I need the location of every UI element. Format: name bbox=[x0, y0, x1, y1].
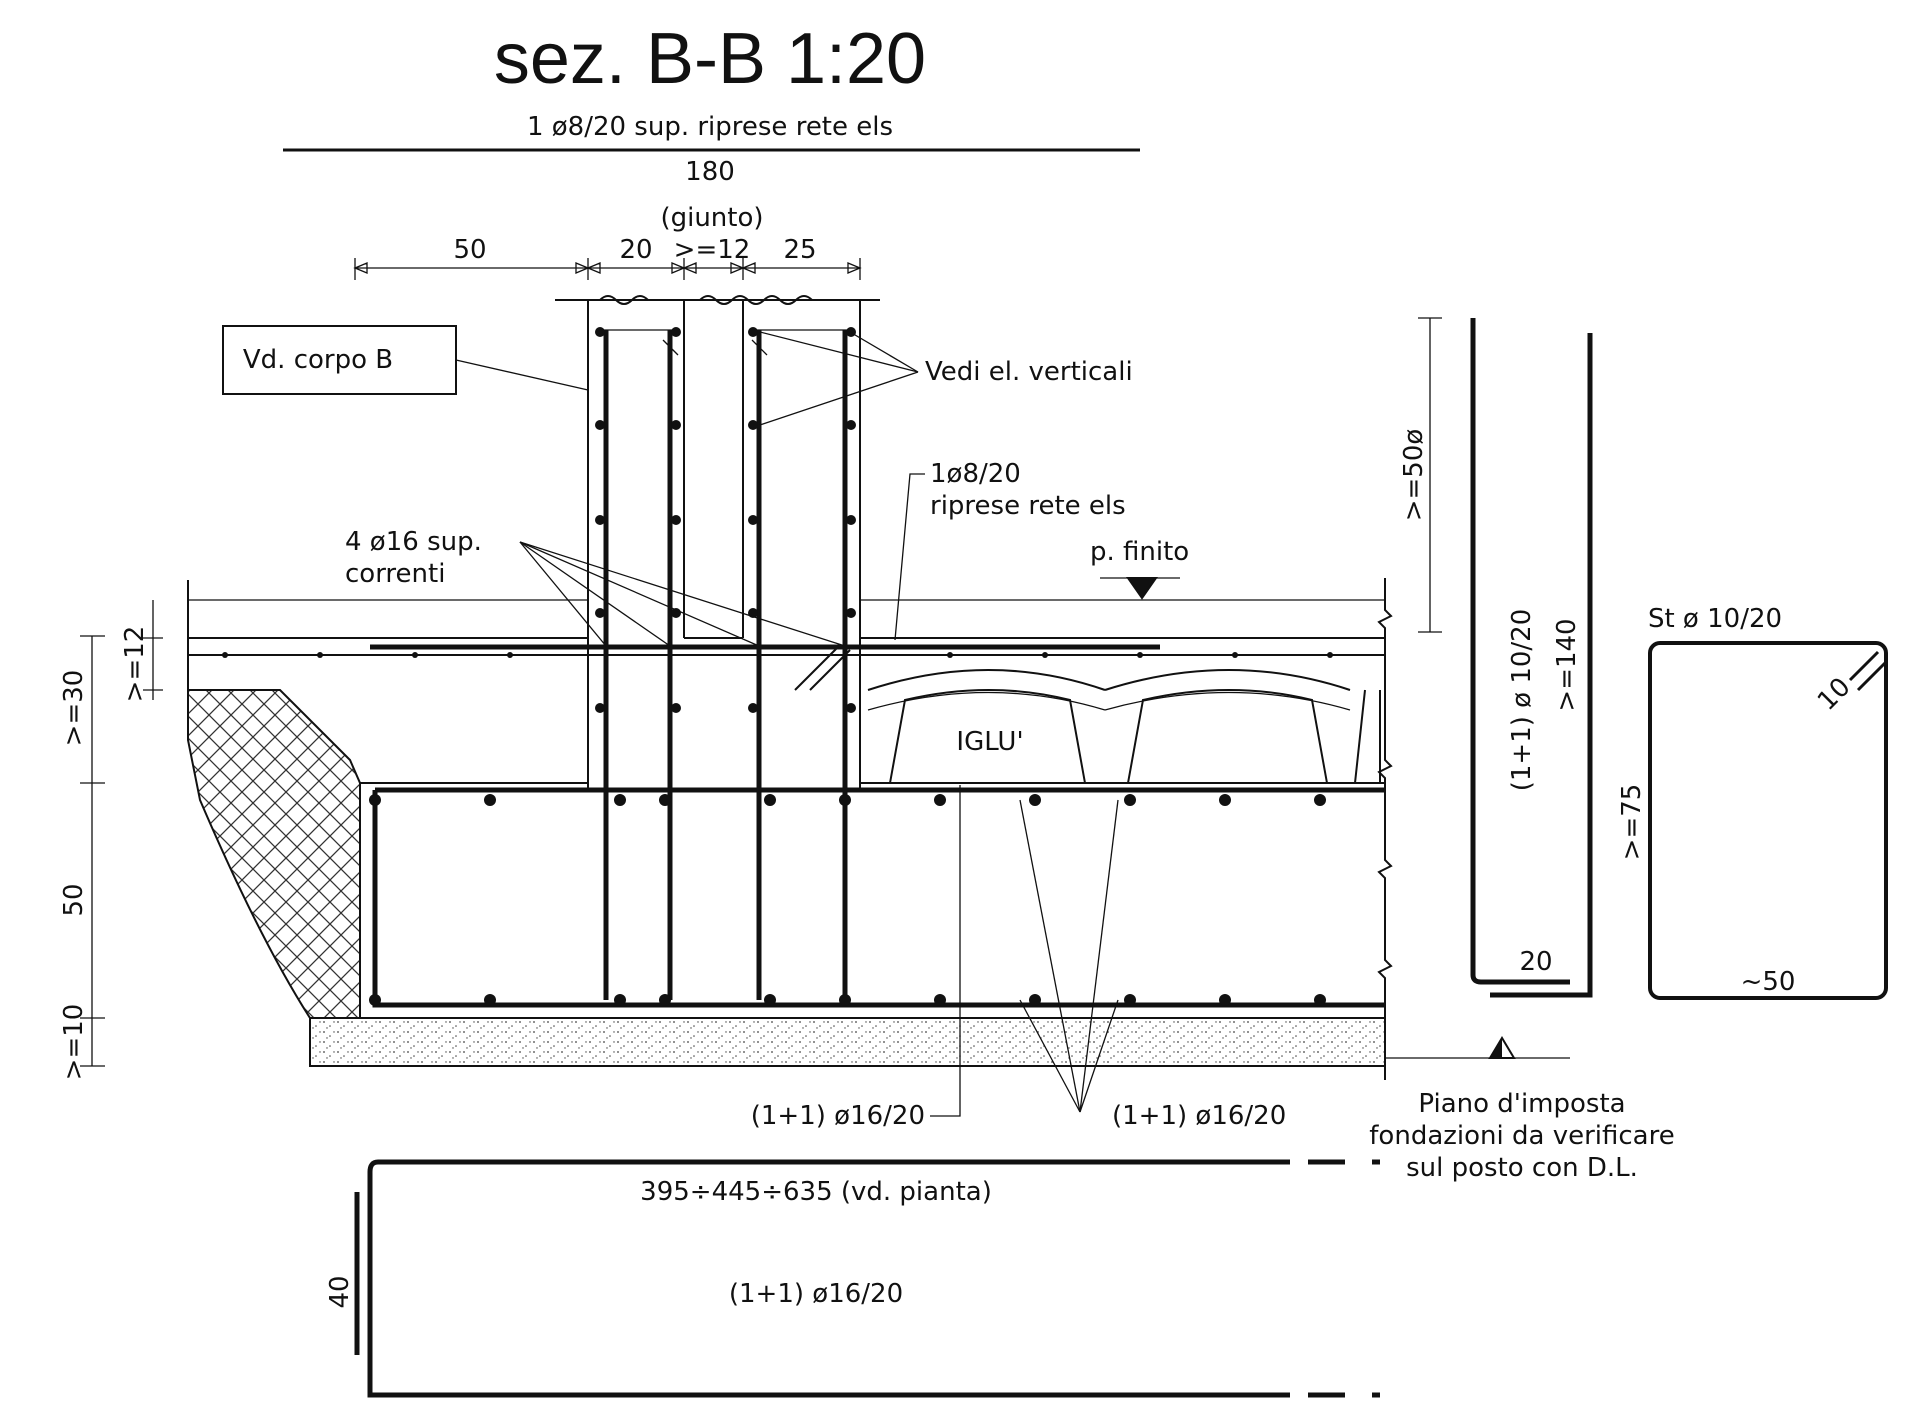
bar-left-leader bbox=[930, 785, 961, 1117]
stirrup-shape bbox=[1648, 641, 1888, 1000]
bar-right-label: (1+1) ø16/20 bbox=[1112, 1101, 1286, 1131]
correnti-label-1: 4 ø16 sup. bbox=[345, 527, 482, 557]
dim-v10: >=10 bbox=[59, 1004, 89, 1081]
stirrup-height: >=75 bbox=[1617, 784, 1647, 861]
vedi-label: Vedi el. verticali bbox=[925, 357, 1133, 387]
dim-v30: >=30 bbox=[59, 670, 89, 747]
imposta-label-3: sul posto con D.L. bbox=[1406, 1153, 1638, 1183]
dim-25: 25 bbox=[783, 235, 816, 265]
hook-bar-shape bbox=[1470, 318, 1570, 985]
dim-50: 50 bbox=[453, 235, 486, 265]
left-dimension-line bbox=[80, 600, 163, 1067]
slab bbox=[187, 578, 1393, 1080]
dim-v50: 50 bbox=[59, 883, 89, 916]
hook-bar-anchorage: >=50ø bbox=[1399, 429, 1429, 522]
correnti-label-2: correnti bbox=[345, 559, 445, 589]
bar-left-label: (1+1) ø16/20 bbox=[751, 1101, 925, 1131]
rete-leader bbox=[894, 473, 925, 641]
hook-bar-length: >=140 bbox=[1552, 618, 1582, 711]
correnti-leaders bbox=[519, 541, 851, 691]
vedi-leaders bbox=[759, 331, 919, 426]
stirrup-width: ~50 bbox=[1741, 967, 1796, 997]
drawing-title: sez. B-B 1:20 bbox=[494, 19, 926, 99]
top-note: 1 ø8/20 sup. riprese rete els bbox=[527, 112, 893, 142]
imposta-label-2: fondazioni da verificare bbox=[1369, 1121, 1674, 1151]
rete-label-1: 1ø8/20 bbox=[930, 459, 1021, 489]
dim-total: 180 bbox=[685, 157, 735, 187]
imposta-label-1: Piano d'imposta bbox=[1418, 1089, 1625, 1119]
wall-outline bbox=[555, 295, 880, 788]
dim-12: >=12 bbox=[674, 235, 751, 265]
dim-v12: >=12 bbox=[120, 626, 150, 703]
iglu-label: IGLU' bbox=[956, 727, 1023, 757]
long-bar-length: 395÷445÷635 (vd. pianta) bbox=[640, 1177, 992, 1207]
bar-right-leaders bbox=[1019, 799, 1119, 1113]
hook-bar-dimension bbox=[1418, 317, 1442, 633]
hook-bar-label: (1+1) ø 10/20 bbox=[1507, 609, 1537, 792]
long-bar-label: (1+1) ø16/20 bbox=[729, 1279, 903, 1309]
hook-bar-foot: 20 bbox=[1519, 947, 1552, 977]
dim-20: 20 bbox=[619, 235, 652, 265]
corpo-leader bbox=[455, 359, 589, 391]
finito-label: p. finito bbox=[1090, 537, 1189, 567]
finito-marker bbox=[1126, 577, 1158, 600]
hook-bar-outer bbox=[1490, 333, 1593, 998]
stirrup-label: St ø 10/20 bbox=[1648, 604, 1782, 634]
dim-giunto: (giunto) bbox=[660, 203, 763, 233]
rete-label-2: riprese rete els bbox=[930, 491, 1126, 521]
top-dimension-line bbox=[353, 258, 862, 280]
wall-bar-dots bbox=[595, 327, 856, 713]
vertical-bars bbox=[603, 330, 848, 1000]
iglu-formwork bbox=[867, 669, 1381, 784]
long-bar-shape bbox=[367, 1159, 1290, 1398]
long-bar-height: 40 bbox=[325, 1275, 355, 1308]
corpo-label: Vd. corpo B bbox=[243, 345, 393, 375]
footing bbox=[187, 689, 1386, 1067]
